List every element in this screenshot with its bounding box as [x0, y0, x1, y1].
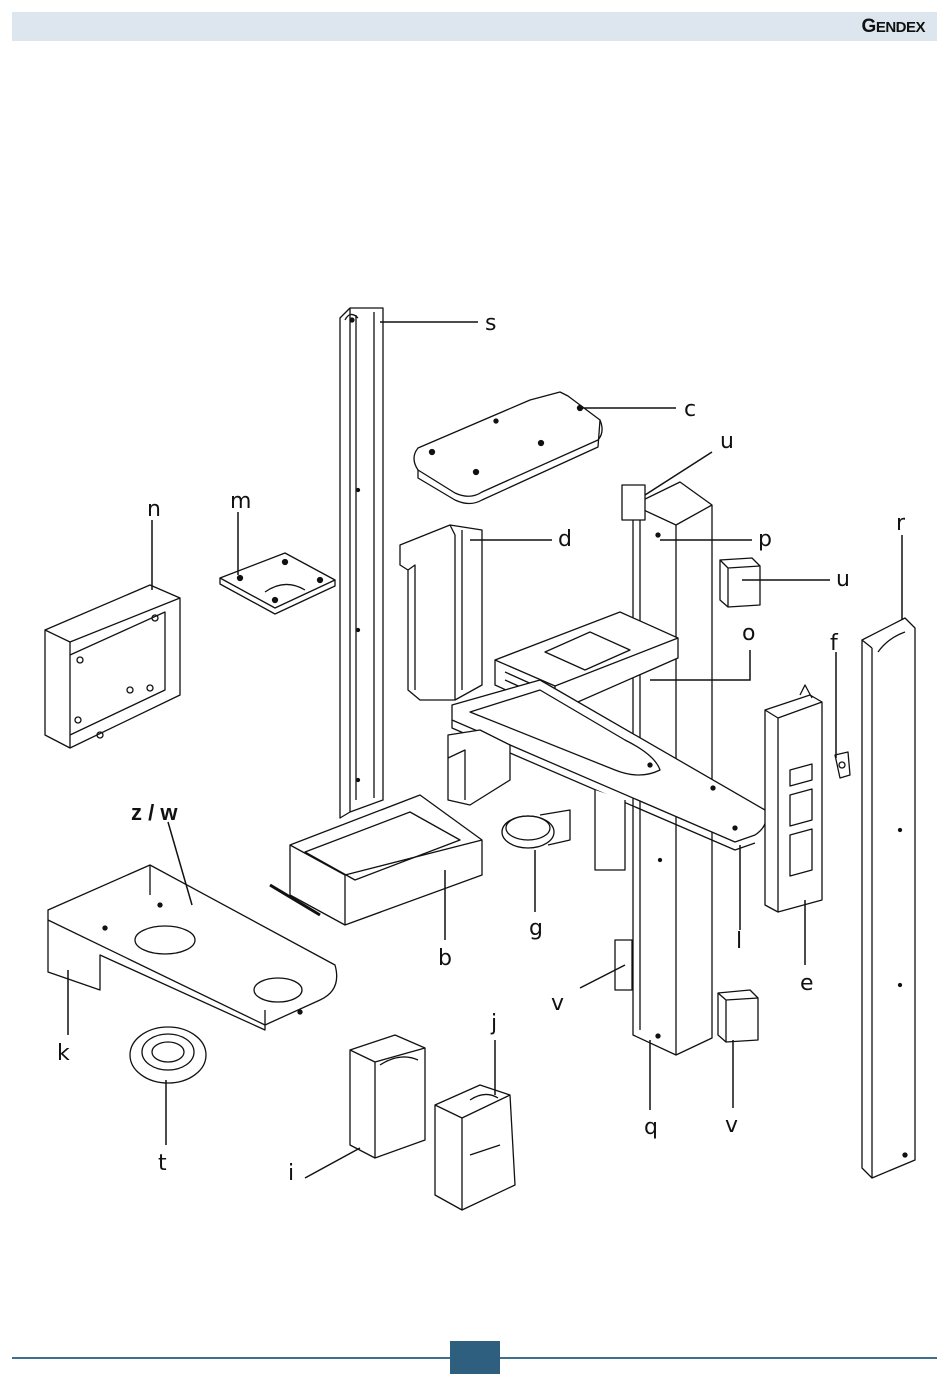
label-e: e — [800, 971, 814, 996]
part-d-bracket — [400, 525, 482, 700]
part-t-ring — [130, 1027, 206, 1083]
part-g-sensor-plate — [502, 810, 570, 848]
label-g: g — [529, 916, 543, 941]
label-s: s — [485, 311, 496, 336]
part-r-right-rail — [862, 618, 915, 1178]
label-b: b — [438, 946, 452, 971]
label-f: f — [830, 631, 839, 656]
part-s-column-rail — [340, 308, 383, 818]
label-v-right: v — [725, 1113, 738, 1138]
label-r: r — [896, 511, 906, 536]
label-j: j — [490, 1011, 497, 1036]
label-n: n — [147, 497, 161, 522]
label-o: o — [742, 621, 755, 646]
label-i: i — [288, 1161, 294, 1186]
label-d: d — [558, 527, 572, 552]
label-zw: z / w — [131, 800, 178, 825]
part-n-frame — [45, 585, 180, 748]
label-u-right: u — [836, 567, 850, 592]
label-k: k — [57, 1041, 70, 1066]
part-j-cover-block — [435, 1085, 515, 1210]
part-u-pad-right — [720, 558, 760, 607]
part-b-base-block — [270, 795, 482, 925]
label-c: c — [684, 397, 696, 422]
label-l: l — [736, 929, 742, 954]
label-m: m — [230, 489, 251, 514]
label-v-left: v — [551, 991, 564, 1016]
part-f-clip — [835, 752, 850, 778]
page-number-tab — [450, 1341, 500, 1374]
part-i-cover-block — [350, 1035, 425, 1158]
label-t: t — [158, 1151, 167, 1176]
label-u-top: u — [720, 429, 734, 454]
part-generator-block — [448, 730, 510, 805]
label-q: q — [644, 1115, 658, 1140]
part-v-pad-right — [718, 990, 758, 1042]
part-e-control-panel — [765, 685, 822, 912]
label-p: p — [758, 527, 772, 552]
part-c-top-cover — [414, 392, 602, 504]
